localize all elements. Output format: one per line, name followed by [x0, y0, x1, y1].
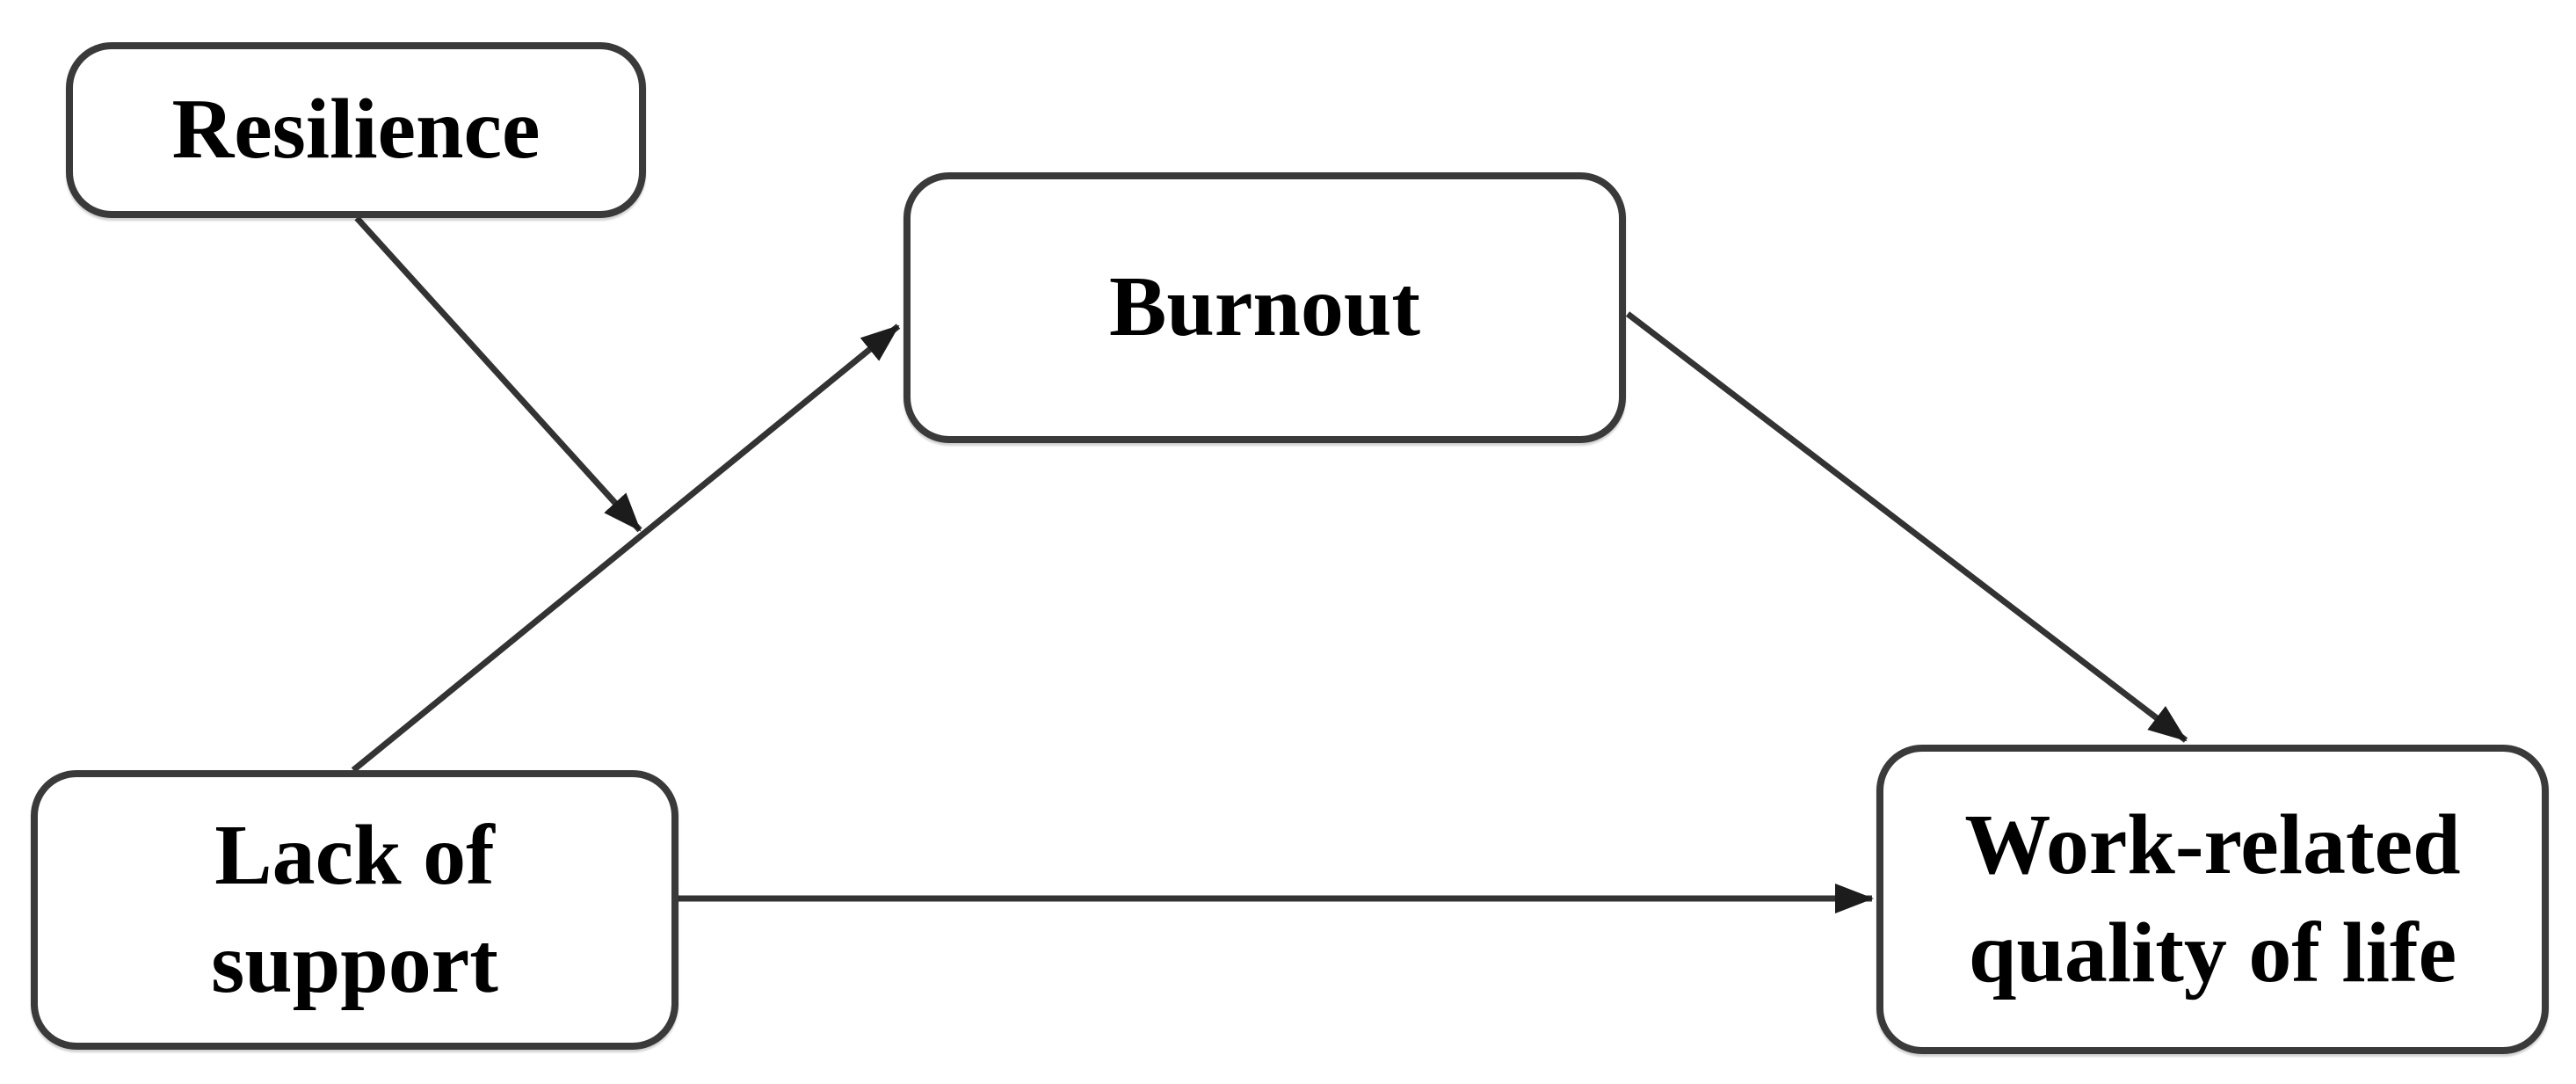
- node-resilience-label: Resilience: [171, 82, 541, 178]
- node-lack-of-support-label: Lack of support: [211, 807, 498, 1011]
- node-burnout-label: Burnout: [1108, 259, 1420, 355]
- node-resilience: Resilience: [66, 42, 646, 218]
- edge-burnout-to-work-related-qol: [1625, 311, 2188, 743]
- edge-resilience-to-mediation-path: [354, 215, 642, 533]
- node-burnout: Burnout: [903, 172, 1626, 443]
- node-lack-of-support: Lack of support: [31, 770, 678, 1050]
- edge-lack-of-support-to-burnout: [351, 324, 901, 773]
- node-work-related-quality-of-life: Work-related quality of life: [1876, 745, 2549, 1054]
- node-work-related-quality-of-life-label: Work-related quality of life: [1964, 797, 2461, 1000]
